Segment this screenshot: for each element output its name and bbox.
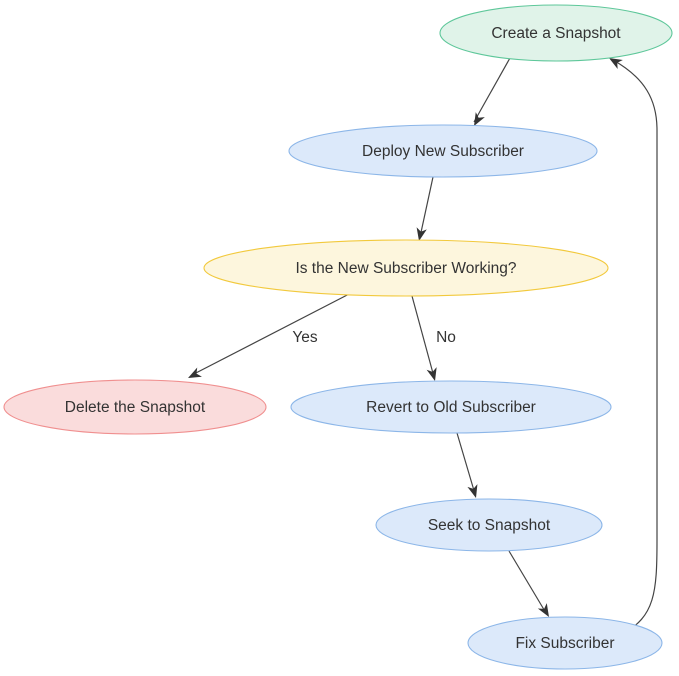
edge-line bbox=[456, 432, 476, 495]
edge-label-no: No bbox=[436, 329, 456, 346]
arrowhead-icon bbox=[609, 58, 623, 70]
node-ellipse[interactable] bbox=[467, 616, 663, 670]
edge-label-yes: Yes bbox=[292, 329, 318, 346]
node-ellipse[interactable] bbox=[203, 239, 609, 297]
edge-is-working-to-delete-snapshot bbox=[188, 291, 354, 378]
edge-create-snapshot-to-deploy-new-subscriber bbox=[473, 57, 511, 126]
edge-seek-to-snapshot-to-fix-subscriber bbox=[508, 550, 549, 617]
edge-line bbox=[508, 550, 547, 614]
edge-revert-old-subscriber-to-seek-to-snapshot bbox=[456, 432, 478, 498]
node-is-working[interactable]: Is the New Subscriber Working? bbox=[203, 239, 609, 297]
node-delete-snapshot[interactable]: Delete the Snapshot bbox=[3, 379, 267, 435]
node-ellipse[interactable] bbox=[439, 4, 673, 62]
edge-line bbox=[612, 59, 658, 635]
arrowhead-icon bbox=[426, 367, 437, 381]
node-revert-old-subscriber[interactable]: Revert to Old Subscriber bbox=[290, 380, 612, 434]
node-ellipse[interactable] bbox=[288, 124, 598, 178]
node-fix-subscriber[interactable]: Fix Subscriber bbox=[467, 616, 663, 670]
node-create-snapshot[interactable]: Create a Snapshot bbox=[439, 4, 673, 62]
edges-layer bbox=[188, 57, 658, 635]
node-seek-to-snapshot[interactable]: Seek to Snapshot bbox=[375, 498, 603, 552]
arrowhead-icon bbox=[474, 112, 485, 126]
edge-labels-layer: Yes No bbox=[292, 329, 456, 346]
edge-deploy-new-subscriber-to-is-working bbox=[416, 176, 434, 241]
arrowhead-icon bbox=[416, 227, 427, 241]
node-ellipse[interactable] bbox=[3, 379, 267, 435]
edge-line bbox=[473, 57, 511, 123]
edge-fix-subscriber-to-create-snapshot bbox=[609, 58, 658, 635]
edge-line bbox=[419, 176, 434, 238]
edge-line bbox=[191, 291, 354, 376]
edge-line bbox=[411, 295, 435, 378]
node-deploy-new-subscriber[interactable]: Deploy New Subscriber bbox=[288, 124, 598, 178]
arrowhead-icon bbox=[537, 603, 549, 617]
arrowhead-icon bbox=[188, 367, 202, 378]
edge-is-working-to-revert-old-subscriber bbox=[411, 295, 437, 381]
arrowhead-icon bbox=[467, 484, 478, 498]
node-ellipse[interactable] bbox=[290, 380, 612, 434]
node-ellipse[interactable] bbox=[375, 498, 603, 552]
